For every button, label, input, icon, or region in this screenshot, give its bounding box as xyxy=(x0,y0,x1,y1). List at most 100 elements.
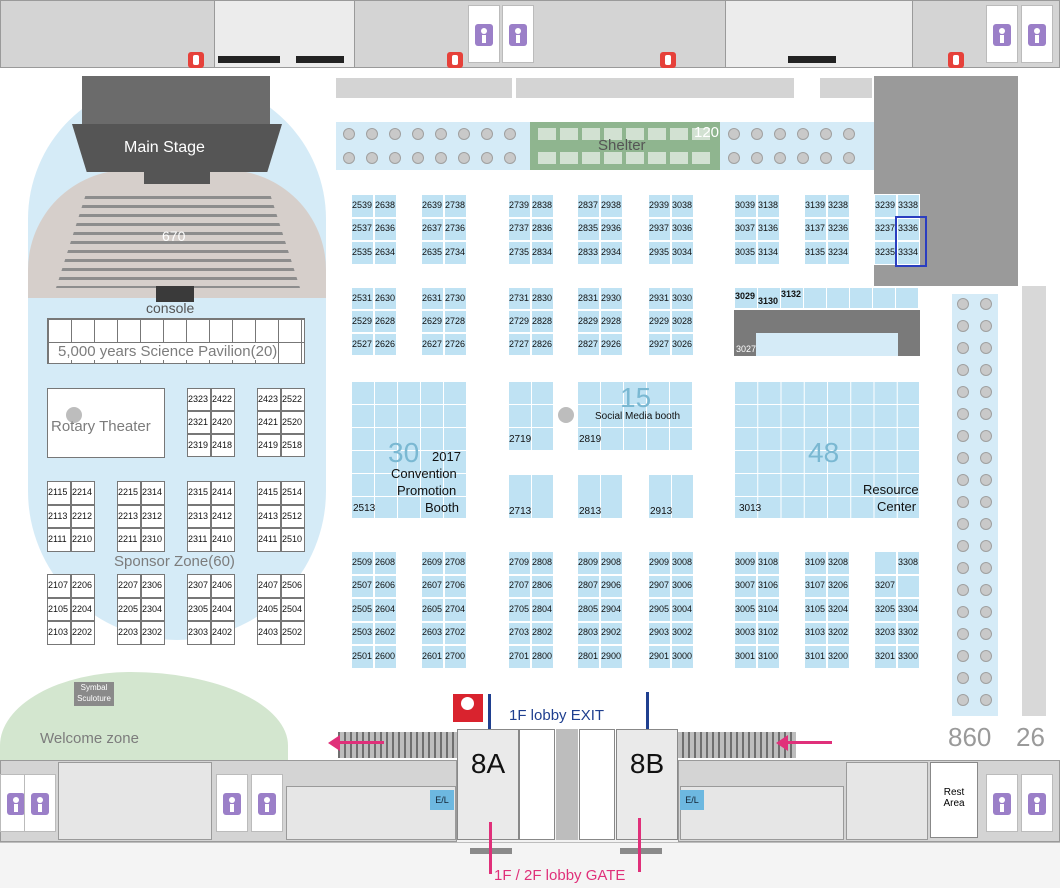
booth[interactable] xyxy=(757,621,780,645)
booth[interactable] xyxy=(71,481,95,505)
booth[interactable] xyxy=(257,574,281,598)
booth[interactable] xyxy=(600,194,623,218)
booth[interactable] xyxy=(141,574,165,598)
booth[interactable] xyxy=(211,434,235,457)
booth[interactable] xyxy=(508,551,531,575)
booth[interactable] xyxy=(804,194,827,218)
booth[interactable] xyxy=(757,241,780,265)
booth[interactable] xyxy=(444,241,467,265)
booth[interactable] xyxy=(257,597,281,621)
booth[interactable] xyxy=(827,574,850,598)
booth[interactable] xyxy=(577,574,600,598)
booth[interactable] xyxy=(577,287,600,310)
booth[interactable] xyxy=(421,310,444,333)
booth[interactable] xyxy=(648,598,671,622)
booth[interactable] xyxy=(734,621,757,645)
booth[interactable] xyxy=(351,551,374,575)
booth[interactable] xyxy=(508,574,531,598)
booth[interactable] xyxy=(508,310,531,333)
booth[interactable] xyxy=(671,217,694,241)
booth[interactable] xyxy=(804,551,827,575)
booth[interactable] xyxy=(531,598,554,622)
booth[interactable] xyxy=(600,287,623,310)
booth[interactable] xyxy=(421,194,444,218)
booth[interactable] xyxy=(47,574,71,598)
booth[interactable] xyxy=(600,310,623,333)
booth[interactable] xyxy=(648,287,671,310)
booth[interactable] xyxy=(897,551,920,575)
booth[interactable] xyxy=(804,598,827,622)
booth[interactable] xyxy=(827,645,850,669)
booth[interactable] xyxy=(187,388,211,411)
booth[interactable] xyxy=(508,194,531,218)
booth[interactable] xyxy=(804,241,827,265)
booth[interactable] xyxy=(671,551,694,575)
booth[interactable] xyxy=(351,574,374,598)
booth[interactable] xyxy=(531,287,554,310)
booth[interactable] xyxy=(577,310,600,333)
booth[interactable] xyxy=(211,388,235,411)
booth[interactable] xyxy=(444,551,467,575)
booth[interactable] xyxy=(508,645,531,669)
booth[interactable] xyxy=(804,621,827,645)
booth[interactable] xyxy=(648,551,671,575)
booth[interactable] xyxy=(600,645,623,669)
booth[interactable] xyxy=(577,621,600,645)
booth[interactable] xyxy=(374,574,397,598)
booth[interactable] xyxy=(897,645,920,669)
booth[interactable] xyxy=(444,598,467,622)
booth[interactable] xyxy=(827,598,850,622)
booth[interactable] xyxy=(874,621,897,645)
booth[interactable] xyxy=(648,621,671,645)
booth[interactable] xyxy=(374,333,397,356)
booth[interactable] xyxy=(600,241,623,265)
booth[interactable] xyxy=(648,310,671,333)
booth[interactable] xyxy=(444,287,467,310)
booth[interactable] xyxy=(374,598,397,622)
booth[interactable] xyxy=(827,621,850,645)
hall-8b-entrance[interactable]: 8B xyxy=(616,729,678,840)
booth[interactable] xyxy=(351,621,374,645)
booth[interactable] xyxy=(141,597,165,621)
booth[interactable] xyxy=(874,551,897,575)
booth[interactable] xyxy=(187,597,211,621)
booth[interactable] xyxy=(47,504,71,528)
booth[interactable] xyxy=(257,411,281,434)
booth[interactable] xyxy=(421,241,444,265)
booth[interactable] xyxy=(671,241,694,265)
booth[interactable] xyxy=(187,621,211,645)
booth[interactable] xyxy=(281,597,305,621)
booth[interactable] xyxy=(577,217,600,241)
booth[interactable] xyxy=(531,333,554,356)
booth[interactable] xyxy=(211,528,235,552)
booth[interactable] xyxy=(47,481,71,505)
booth[interactable] xyxy=(827,194,850,218)
booth[interactable] xyxy=(874,194,897,218)
hall-8a-entrance[interactable]: 8A xyxy=(457,729,519,840)
booth[interactable] xyxy=(577,645,600,669)
booth[interactable] xyxy=(874,645,897,669)
booth[interactable] xyxy=(187,481,211,505)
booth[interactable] xyxy=(648,333,671,356)
booth[interactable] xyxy=(351,598,374,622)
booth[interactable] xyxy=(281,504,305,528)
booth[interactable] xyxy=(600,621,623,645)
booth[interactable] xyxy=(374,310,397,333)
booth[interactable] xyxy=(671,621,694,645)
booth[interactable] xyxy=(444,574,467,598)
booth[interactable] xyxy=(351,241,374,265)
booth[interactable] xyxy=(141,621,165,645)
booth[interactable] xyxy=(281,411,305,434)
booth[interactable] xyxy=(257,388,281,411)
booth[interactable] xyxy=(577,194,600,218)
booth[interactable] xyxy=(508,598,531,622)
booth[interactable] xyxy=(421,621,444,645)
booth[interactable] xyxy=(281,621,305,645)
booth[interactable] xyxy=(47,597,71,621)
booth[interactable] xyxy=(600,333,623,356)
booth[interactable] xyxy=(897,621,920,645)
booth[interactable] xyxy=(734,645,757,669)
booth[interactable] xyxy=(531,551,554,575)
booth[interactable] xyxy=(374,194,397,218)
booth[interactable] xyxy=(257,621,281,645)
